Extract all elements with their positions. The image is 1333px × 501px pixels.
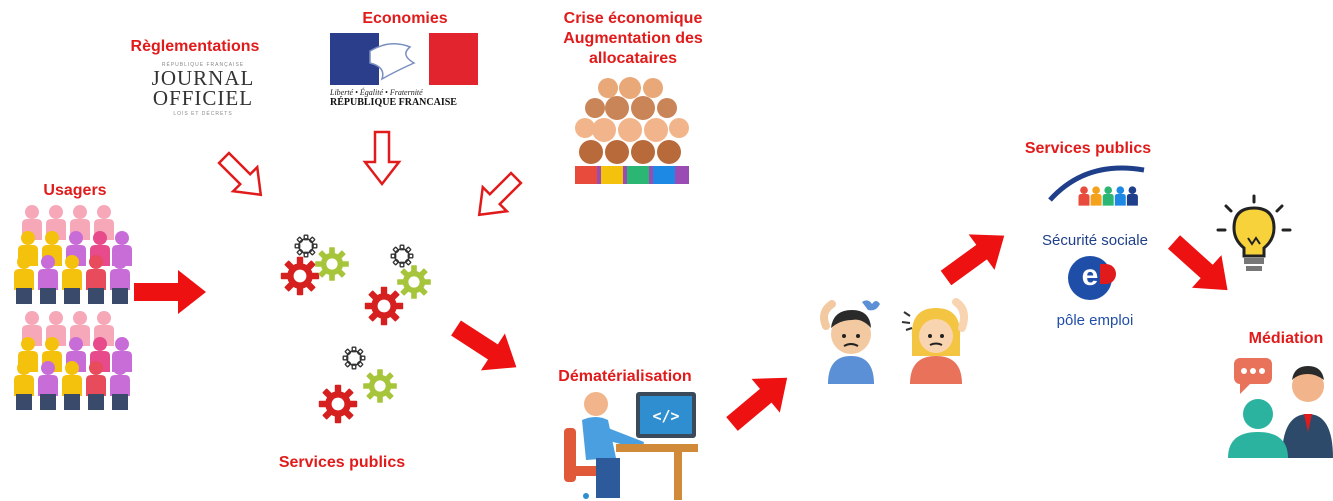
securite-sociale-swoosh-icon <box>1048 165 1145 206</box>
hollow-arrow-reglementations <box>210 144 275 209</box>
usagers-label: Usagers <box>43 182 107 199</box>
pole-emploi-letter: e <box>1081 259 1099 292</box>
republique-name: RÉPUBLIQUE FRANCAISE <box>330 97 457 108</box>
arrow-dematerialisation-to-users <box>717 360 802 441</box>
arrow-services-to-mediation <box>1159 225 1243 307</box>
jo-top-text: RÉPUBLIQUE FRANÇAISE <box>161 62 245 68</box>
services-publics-left-label: Services publics <box>278 454 406 471</box>
arrow-usagers-to-services <box>134 270 206 314</box>
stressed-man-icon <box>820 300 880 384</box>
pole-emploi-name: pôle emploi <box>1056 312 1134 329</box>
republique-francaise-logo: Liberté • Égalité • Fraternité RÉPUBLIQU… <box>330 33 478 113</box>
hollow-arrow-economies <box>363 130 401 186</box>
securite-sociale-name: Sécurité sociale <box>1042 232 1148 249</box>
code-tag-text: </> <box>652 407 679 425</box>
computer-user-icon: </> <box>564 392 698 500</box>
journal-officiel-logo: RÉPUBLIQUE FRANÇAISE JOURNAL OFFICIEL LO… <box>128 62 278 132</box>
arrow-services-to-dematerialisation <box>444 309 529 386</box>
mediation-people-icon <box>1228 358 1333 458</box>
pole-emploi-logo: e <box>1068 256 1116 300</box>
light-bulb-icon <box>1216 194 1292 271</box>
crise-label: Crise économique Augmentation des alloca… <box>563 10 703 67</box>
arrow-users-to-services-publics <box>933 217 1018 296</box>
dematerialisation-label: Dématérialisation <box>558 368 692 385</box>
usagers-people-icon <box>14 205 132 410</box>
mediation-label: Médiation <box>1248 330 1324 347</box>
jo-bottom-text: LOIS ET DÉCRETS <box>173 111 233 117</box>
reglementations-label: Règlementations <box>130 38 260 55</box>
marianne-flag-icon <box>330 33 478 85</box>
republique-motto: Liberté • Égalité • Fraternité <box>330 88 423 97</box>
jo-line1: JOURNAL <box>151 66 255 90</box>
hollow-arrow-crise <box>465 164 530 229</box>
economies-label: Economies <box>362 10 448 27</box>
services-publics-right-label: Services publics <box>1024 140 1152 157</box>
allocataires-crowd-icon <box>575 77 689 184</box>
jo-line2: OFFICIEL <box>152 86 254 110</box>
stressed-woman-icon <box>901 298 968 384</box>
services-gears-icon <box>280 234 431 424</box>
